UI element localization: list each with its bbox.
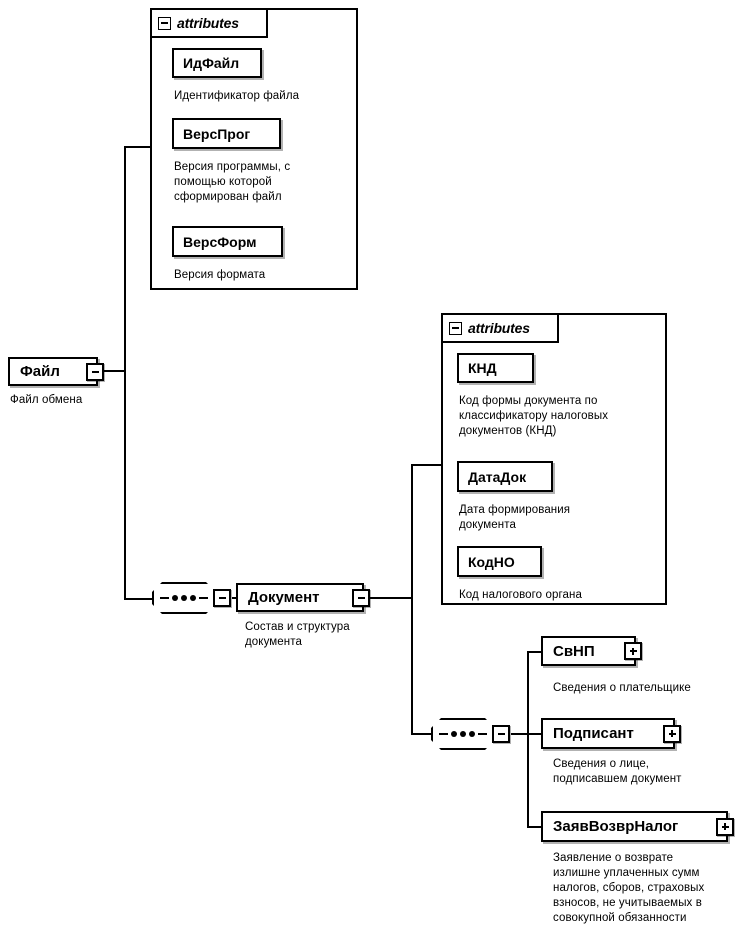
plus-icon (666, 728, 678, 739)
sequence-dot (190, 595, 196, 601)
minus-icon[interactable] (449, 321, 462, 335)
sequence-dot (451, 731, 457, 737)
element-box-podpisant[interactable]: Подписант (541, 718, 681, 749)
collapse-toggle-file[interactable] (86, 362, 104, 381)
minus-icon[interactable] (158, 16, 171, 30)
sequence-bar-right (199, 597, 208, 599)
expand-toggle-podpisant[interactable] (663, 724, 681, 743)
attribute-caption-versform: Версия формата (174, 269, 266, 281)
attribute-label: ВерсФорм (183, 233, 257, 250)
sequence-icon (431, 718, 495, 750)
collapse-toggle-sequence-document[interactable] (492, 725, 510, 743)
sequence-dot (469, 731, 475, 737)
attribute-box-knd[interactable]: КНД (457, 353, 534, 383)
expand-toggle-zayavvozvrnalog[interactable] (716, 817, 734, 836)
minus-icon (89, 366, 101, 377)
connector-file-to-sequence (124, 598, 154, 600)
attribute-box-idfile[interactable]: ИдФайл (172, 48, 262, 78)
element-label: Документ (248, 589, 320, 606)
minus-icon (355, 592, 367, 603)
connector-to-svnp (527, 651, 543, 653)
attribute-label: ДатаДок (468, 468, 527, 485)
sequence-bar-left (160, 597, 169, 599)
connector-file-to-attributes (124, 146, 152, 148)
attributes-tab-label: attributes (177, 15, 239, 31)
attribute-caption-datadok: Дата формирования документа (459, 504, 571, 531)
connector-file-trunk (124, 146, 126, 600)
attribute-box-versform[interactable]: ВерсФорм (172, 226, 283, 257)
connector-document-trunk (411, 464, 413, 735)
element-caption-zayavvozvrnalog: Заявление о возврате излишне уплаченных … (553, 852, 705, 924)
sequence-compositor-document[interactable] (431, 718, 510, 750)
attribute-caption-kodno: Код налогового органа (459, 589, 582, 601)
attribute-label: КодНО (468, 553, 515, 570)
sequence-bar-left (439, 733, 448, 735)
sequence-dot (181, 595, 187, 601)
plus-icon (627, 645, 639, 657)
element-label: Файл (20, 363, 60, 380)
connector-document-to-attributes (411, 464, 443, 466)
element-caption-svnp: Сведения о плательщике (553, 682, 691, 694)
plus-icon (719, 821, 731, 832)
connector-document-to-sequence (411, 733, 433, 735)
attribute-label: ВерсПрог (183, 125, 251, 142)
connector-to-zayavvozvrnalog (527, 826, 543, 828)
attributes-tab-document[interactable]: attributes (441, 313, 559, 343)
attributes-tab-file[interactable]: attributes (150, 8, 268, 38)
collapse-toggle-document[interactable] (352, 588, 370, 607)
connector-file-stub (98, 370, 126, 372)
expand-toggle-svnp[interactable] (624, 642, 642, 660)
minus-icon (495, 728, 507, 740)
attribute-box-versprog[interactable]: ВерсПрог (172, 118, 281, 149)
sequence-icon (152, 582, 216, 614)
minus-icon (216, 592, 228, 604)
element-label: ЗаявВозврНалог (553, 818, 679, 835)
sequence-dot (172, 595, 178, 601)
connector-document-stub (369, 597, 413, 599)
element-label: Подписант (553, 725, 634, 742)
sequence-compositor-file[interactable] (152, 582, 231, 614)
connector-sequence2-stub (511, 733, 529, 735)
element-caption-document: Состав и структура документа (245, 621, 350, 648)
element-caption-file: Файл обмена (10, 394, 83, 406)
attribute-box-kodno[interactable]: КодНО (457, 546, 542, 577)
sequence-bar-right (478, 733, 487, 735)
element-box-svnp[interactable]: СвНП (541, 636, 642, 666)
sequence-dot (460, 731, 466, 737)
collapse-toggle-sequence-file[interactable] (213, 589, 231, 607)
element-box-zayavvozvrnalog[interactable]: ЗаявВозврНалог (541, 811, 734, 842)
element-box-document[interactable]: Документ (236, 583, 370, 612)
attribute-box-datadok[interactable]: ДатаДок (457, 461, 553, 492)
attribute-caption-versprog: Версия программы, с помощью которой сфор… (174, 161, 291, 203)
connector-to-podpisant (527, 733, 543, 735)
element-box-file[interactable]: Файл (8, 357, 104, 386)
attribute-caption-knd: Код формы документа по классификатору на… (459, 395, 609, 437)
connector-children-trunk (527, 651, 529, 827)
attribute-label: КНД (468, 360, 497, 376)
attribute-label: ИдФайл (183, 55, 240, 71)
element-caption-podpisant: Сведения о лице, подписавшем документ (553, 758, 682, 785)
element-label: СвНП (553, 642, 595, 660)
attribute-caption-idfile: Идентификатор файла (174, 90, 300, 102)
attributes-tab-label: attributes (468, 320, 530, 336)
